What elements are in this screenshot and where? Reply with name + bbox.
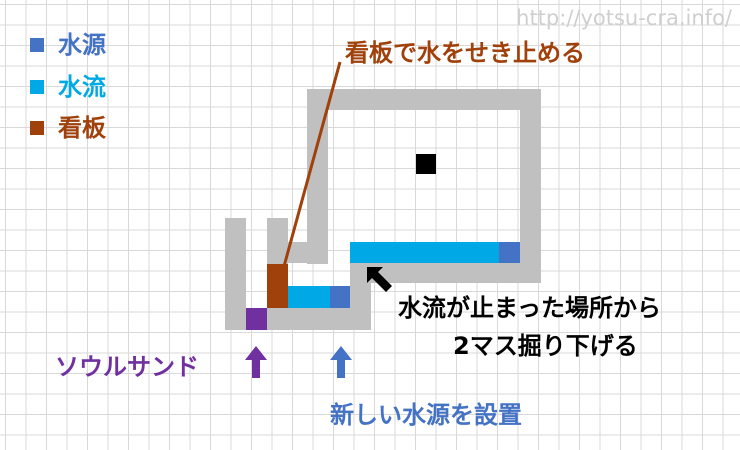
water-source-upper [499, 242, 520, 263]
watermark: http://yotsu-cra.info/ [516, 6, 732, 30]
water-flow-upper [350, 242, 500, 263]
wall-top [307, 89, 541, 110]
wall-left-pillar [225, 218, 246, 330]
wall-bottom-right [350, 262, 541, 283]
black-arrow [367, 267, 392, 292]
legend-swatch-water-source [30, 38, 44, 52]
stop-annotation-line2: 2マス掘り下げる [453, 332, 638, 360]
wall-right [520, 89, 541, 283]
legend-label-sign: 看板 [58, 114, 106, 142]
soul-sand-block [246, 308, 267, 330]
black-marker [416, 154, 436, 174]
wall-step [287, 242, 328, 263]
sign-annotation: 看板で水をせき止める [345, 39, 585, 67]
legend-swatch-sign [30, 121, 44, 135]
legend-swatch-water-flow [30, 80, 44, 94]
soul-sand-arrow [245, 346, 267, 378]
water-source-new [330, 286, 350, 308]
new-source-arrow [330, 346, 352, 378]
wall-inner-left [307, 89, 328, 264]
soul-sand-label: ソウルサンド [55, 353, 199, 381]
sign-pointer-line [281, 61, 342, 271]
legend-label-water-source: 水源 [58, 31, 106, 59]
water-flow-lower [288, 286, 330, 308]
new-source-label: 新しい水源を設置 [330, 401, 522, 429]
sign-block [267, 264, 288, 308]
legend-label-water-flow: 水流 [58, 73, 106, 101]
stop-annotation-line1: 水流が止まった場所から [398, 294, 662, 322]
